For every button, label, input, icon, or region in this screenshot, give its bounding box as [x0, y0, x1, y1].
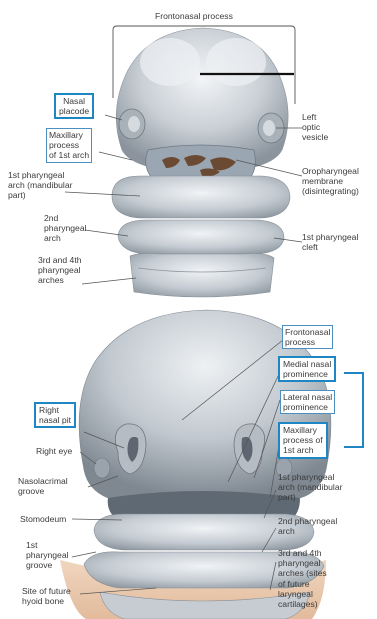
label-maxillary-process-bottom: Maxillary process of 1st arch — [278, 422, 328, 459]
label-oropharyngeal-membrane: Oropharyngeal membrane (disintegrating) — [302, 166, 359, 197]
label-medial-nasal-prominence: Medial nasal prominence — [278, 356, 336, 382]
label-second-pharyngeal-arch-bottom: 2nd pharyngeal arch — [278, 516, 337, 536]
label-lateral-nasal-prominence: Lateral nasal prominence — [280, 390, 335, 414]
label-nasolacrimal-groove: Nasolacrimal groove — [18, 476, 68, 496]
label-first-pharyngeal-arch-top: 1st pharyngeal arch (mandibular part) — [8, 170, 72, 201]
label-first-pharyngeal-groove: 1st pharyngeal groove — [26, 540, 69, 571]
label-left-optic-vesicle: Left optic vesicle — [302, 112, 328, 143]
forehead-bump-left — [140, 38, 200, 86]
label-second-pharyngeal-arch-top: 2nd pharyngeal arch — [44, 213, 87, 244]
stomodeum-top — [146, 145, 256, 181]
label-third-fourth-arches-bottom: 3rd and 4th pharyngeal arches (sites of … — [278, 548, 327, 609]
neck-top — [130, 253, 274, 297]
label-right-eye: Right eye — [36, 446, 72, 456]
forehead-bump-right — [206, 38, 266, 86]
right-eye-shape — [94, 458, 110, 478]
prominence-bracket — [344, 372, 364, 448]
first-arch-top — [112, 176, 290, 218]
label-right-nasal-pit: Right nasal pit — [34, 402, 76, 428]
label-maxillary-process-top: Maxillary process of 1st arch — [46, 128, 92, 163]
label-nasal-placode: Nasal placode — [54, 93, 94, 119]
label-stomodeum: Stomodeum — [20, 514, 66, 524]
label-third-fourth-arches-top: 3rd and 4th pharyngeal arches — [38, 255, 81, 286]
label-first-pharyngeal-arch-bottom: 1st pharyngeal arch (mandibular part) — [278, 472, 342, 503]
label-first-pharyngeal-cleft: 1st pharyngeal cleft — [302, 232, 358, 252]
label-frontonasal-process-top: Frontonasal process — [155, 11, 233, 21]
optic-vesicle-inner — [263, 120, 275, 136]
label-frontonasal-process-bottom: Frontonasal process — [282, 325, 333, 349]
top-embryo — [112, 26, 295, 297]
label-hyoid-bone-site: Site of future hyoid bone — [22, 586, 71, 606]
nasal-placode-inner — [128, 116, 140, 132]
second-arch-top — [118, 220, 284, 254]
